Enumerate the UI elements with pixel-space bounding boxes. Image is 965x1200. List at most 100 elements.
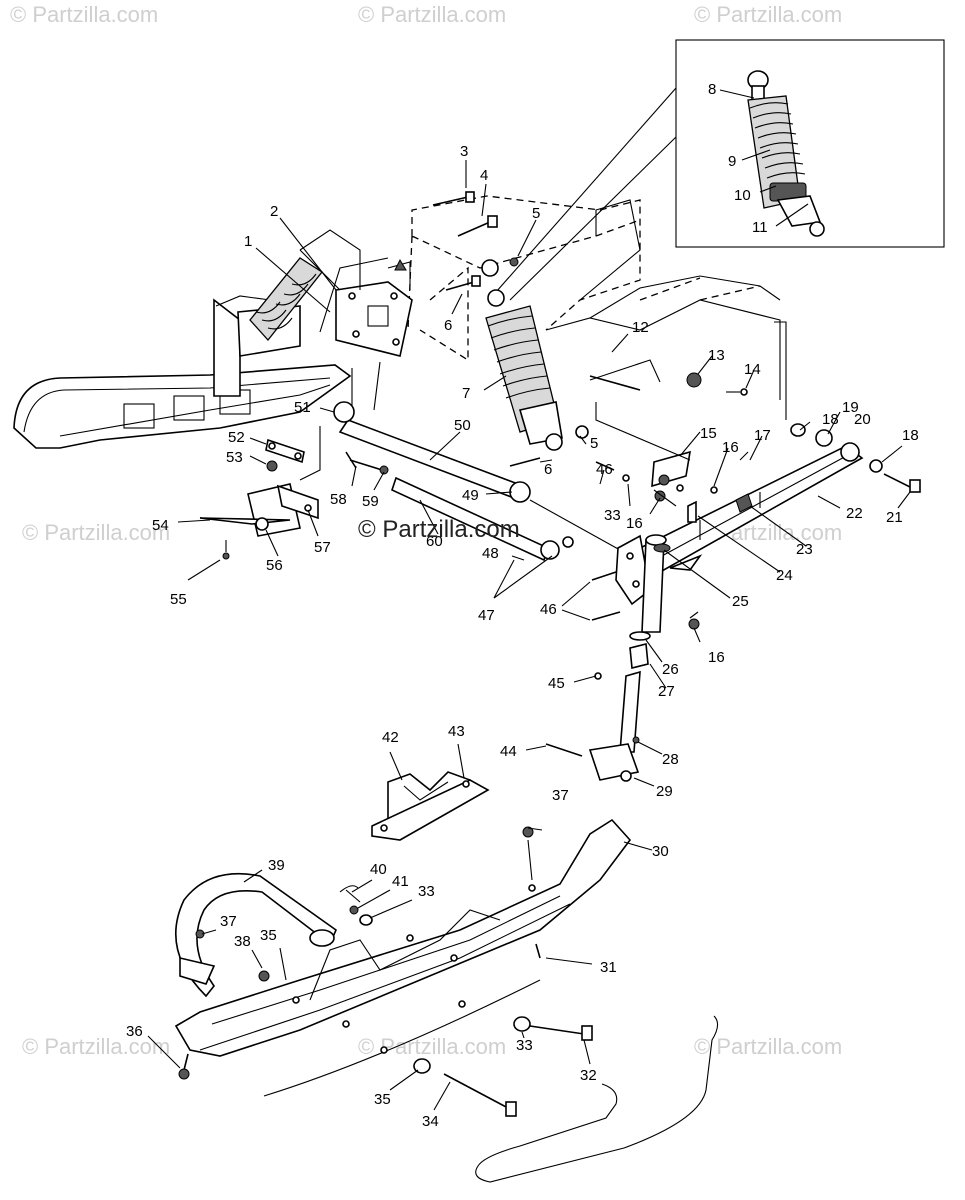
watermark-top-center: © Partzilla.com bbox=[358, 2, 507, 27]
left-ski-assembly bbox=[13, 295, 352, 449]
ski-saddle bbox=[371, 771, 490, 841]
callout-48: 48 bbox=[482, 545, 499, 562]
callout-24: 24 bbox=[776, 567, 793, 584]
callout-9: 9 bbox=[728, 153, 736, 170]
callout-39: 39 bbox=[268, 857, 285, 874]
callout-1: 1 bbox=[244, 233, 252, 250]
callout-46-a: 46 bbox=[596, 461, 613, 478]
ski-hardware bbox=[178, 826, 593, 1117]
link-plate bbox=[265, 438, 305, 472]
leader-lines bbox=[147, 89, 911, 1111]
callout-42: 42 bbox=[382, 729, 399, 746]
callout-33-b: 33 bbox=[516, 1037, 533, 1054]
callout-43: 43 bbox=[448, 723, 465, 740]
radius-rod-upper bbox=[338, 419, 519, 500]
callout-16-c: 16 bbox=[708, 649, 725, 666]
callout-15: 15 bbox=[700, 425, 717, 442]
callout-56: 56 bbox=[266, 557, 283, 574]
right-ski bbox=[174, 818, 632, 1097]
callout-25: 25 bbox=[732, 593, 749, 610]
suspension-arms bbox=[299, 361, 621, 562]
callout-18-b: 18 bbox=[902, 427, 919, 444]
left-shock bbox=[249, 257, 323, 342]
callout-21: 21 bbox=[886, 509, 903, 526]
callout-29: 29 bbox=[656, 783, 673, 800]
callout-54: 54 bbox=[152, 517, 169, 534]
ski-loop bbox=[175, 872, 337, 998]
shock-detail-inset bbox=[495, 39, 945, 301]
callout-59: 59 bbox=[362, 493, 379, 510]
watermark-bottom-right: © Partzilla.com bbox=[694, 1034, 843, 1059]
callout-30: 30 bbox=[652, 843, 669, 860]
callout-40: 40 bbox=[370, 861, 387, 878]
callout-labels: 1 2 3 4 5 5 6 6 7 8 9 10 11 12 13 14 15 … bbox=[126, 81, 919, 1130]
callout-3: 3 bbox=[460, 143, 468, 160]
right-shock bbox=[481, 259, 563, 451]
callout-55: 55 bbox=[170, 591, 187, 608]
callout-18-a: 18 bbox=[822, 411, 839, 428]
assembly-bracket-brace bbox=[475, 1015, 719, 1183]
left-mount-plate bbox=[299, 229, 413, 357]
callout-13: 13 bbox=[708, 347, 725, 364]
callout-19: 19 bbox=[842, 399, 859, 416]
callout-45: 45 bbox=[548, 675, 565, 692]
callout-23: 23 bbox=[796, 541, 813, 558]
callout-35-a: 35 bbox=[260, 927, 277, 944]
callout-27: 27 bbox=[658, 683, 675, 700]
watermark-mid-left: © Partzilla.com bbox=[22, 520, 171, 545]
callout-6-upper: 6 bbox=[444, 317, 452, 334]
callout-51: 51 bbox=[294, 399, 311, 416]
callout-28: 28 bbox=[662, 751, 679, 768]
inset-frame bbox=[675, 39, 945, 248]
spindle-bracket bbox=[591, 450, 753, 633]
callout-33-c: 33 bbox=[604, 507, 621, 524]
callout-22: 22 bbox=[846, 505, 863, 522]
callout-8: 8 bbox=[708, 81, 716, 98]
callout-20: 20 bbox=[854, 411, 871, 428]
callout-38: 38 bbox=[234, 933, 251, 950]
callout-46-b: 46 bbox=[540, 601, 557, 618]
lower-bracket bbox=[199, 483, 319, 560]
watermark-top-left: © Partzilla.com bbox=[10, 2, 159, 27]
callout-31: 31 bbox=[600, 959, 617, 976]
callout-4: 4 bbox=[480, 167, 488, 184]
callout-17: 17 bbox=[754, 427, 771, 444]
callout-5-upper: 5 bbox=[532, 205, 540, 222]
callout-37-b: 37 bbox=[220, 913, 237, 930]
callout-50: 50 bbox=[454, 417, 471, 434]
callout-36: 36 bbox=[126, 1023, 143, 1040]
chassis-outline bbox=[319, 195, 781, 400]
callout-60: 60 bbox=[426, 533, 443, 550]
callout-47: 47 bbox=[478, 607, 495, 624]
watermark-bottom-left: © Partzilla.com bbox=[22, 1034, 171, 1059]
callout-33-a: 33 bbox=[418, 883, 435, 900]
callout-34: 34 bbox=[422, 1113, 439, 1130]
callout-6-lower: 6 bbox=[544, 461, 552, 478]
callout-35-b: 35 bbox=[374, 1091, 391, 1108]
callout-53: 53 bbox=[226, 449, 243, 466]
callout-32: 32 bbox=[580, 1067, 597, 1084]
watermark-center: © Partzilla.com bbox=[358, 516, 520, 543]
callout-44: 44 bbox=[500, 743, 517, 760]
callout-16-b: 16 bbox=[626, 515, 643, 532]
callout-41: 41 bbox=[392, 873, 409, 890]
shock-absorber-detail bbox=[747, 70, 825, 237]
callout-37-a: 37 bbox=[552, 787, 569, 804]
callout-7: 7 bbox=[462, 385, 470, 402]
lower-spindle bbox=[545, 631, 651, 782]
callout-49: 49 bbox=[462, 487, 479, 504]
bolts-upper bbox=[432, 191, 519, 291]
callout-26: 26 bbox=[662, 661, 679, 678]
callout-2: 2 bbox=[270, 203, 278, 220]
callout-16-a: 16 bbox=[722, 439, 739, 456]
radius-rod-lower bbox=[391, 476, 549, 562]
callout-5-lower: 5 bbox=[590, 435, 598, 452]
callout-10: 10 bbox=[734, 187, 751, 204]
callout-58: 58 bbox=[330, 491, 347, 508]
callout-12: 12 bbox=[632, 319, 649, 336]
callout-14: 14 bbox=[744, 361, 761, 378]
callout-11: 11 bbox=[752, 219, 768, 236]
callout-52: 52 bbox=[228, 429, 245, 446]
watermark-top-right: © Partzilla.com bbox=[694, 2, 843, 27]
